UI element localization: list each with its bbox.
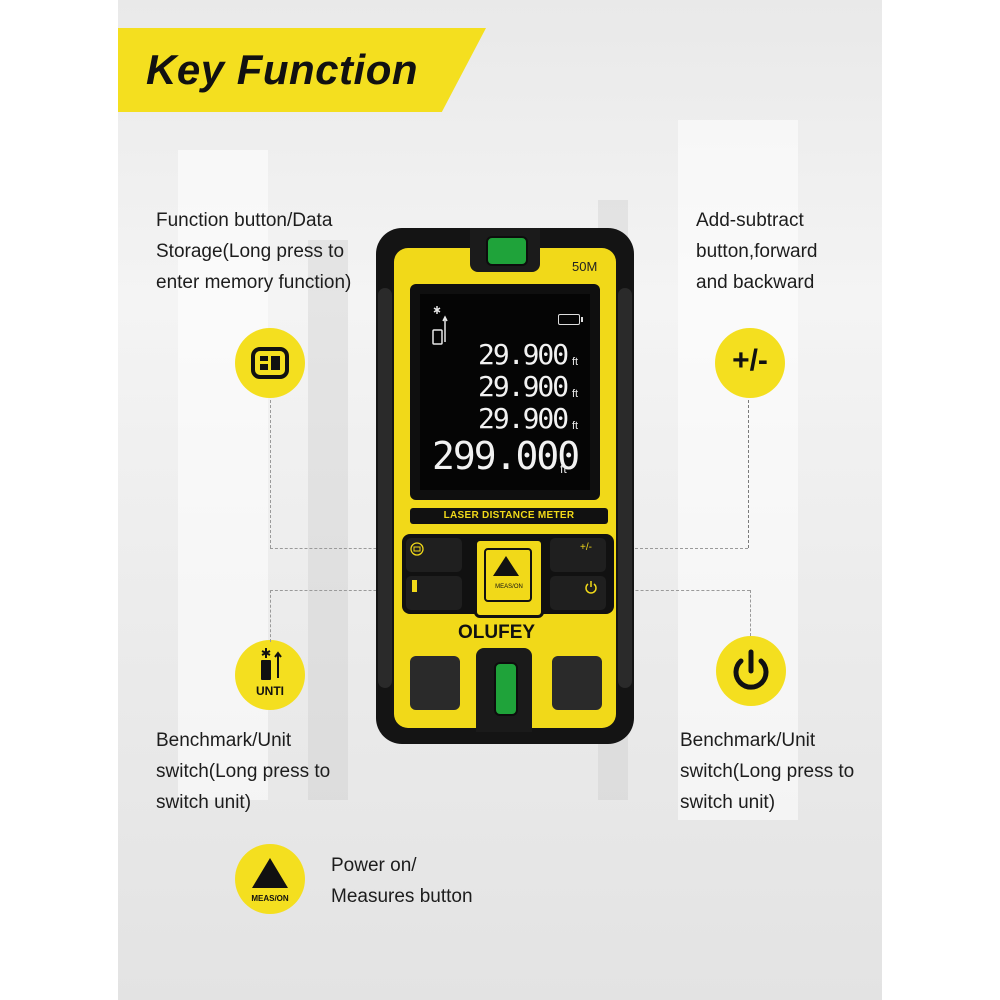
unit-leader-v — [270, 590, 271, 642]
add-subtract-icon-circle: +/- — [715, 328, 785, 398]
laser-unit-icon — [261, 648, 282, 680]
function-leader-h — [270, 548, 406, 549]
bottom-bubble-level — [494, 662, 518, 716]
lcd-unit-3: ft — [572, 420, 579, 432]
model-label: LASER DISTANCE METER — [410, 508, 608, 524]
function-key[interactable] — [406, 538, 462, 572]
right-grip — [618, 288, 632, 688]
unit-icon-circle: UNTI — [235, 640, 305, 710]
measure-key-triangle-icon — [493, 556, 519, 576]
unit-key[interactable] — [406, 576, 462, 610]
battery-icon — [558, 314, 583, 325]
lcd-reading-1: 29.900 — [478, 338, 569, 371]
plus-minus-label: +/- — [732, 344, 768, 377]
function-leader-v — [270, 400, 271, 548]
left-foot-pad — [410, 656, 460, 710]
top-bubble-level — [486, 236, 528, 266]
function-icon-circle — [235, 328, 305, 398]
title-banner — [118, 28, 486, 112]
plus-minus-key[interactable]: +/- — [550, 538, 606, 572]
measure-icon-circle: MEAS/ON — [235, 844, 305, 914]
lcd-unit-2: ft — [572, 388, 579, 400]
power-leader-v — [750, 590, 751, 636]
page-title: Key Function — [146, 46, 419, 93]
left-grip — [378, 288, 392, 688]
power-caption: Benchmark/Unit switch(Long press to swit… — [680, 730, 855, 813]
lcd-unit-1: ft — [572, 356, 579, 368]
function-grid-icon — [251, 347, 289, 379]
lcd-screen — [420, 294, 590, 490]
add-subtract-caption: Add-subtract button,forward and backward — [696, 210, 818, 293]
measure-key-label: MEAS/ON — [495, 584, 523, 590]
function-caption: Function button/Data Storage(Long press … — [156, 210, 352, 293]
laser-distance-meter: 50M 29.900 ft 29.900 ft 29.900 ft 299.00… — [376, 228, 634, 744]
right-foot-pad — [552, 656, 602, 710]
function-key-icon — [410, 542, 424, 556]
power-icon — [733, 649, 769, 690]
power-key[interactable] — [550, 576, 606, 610]
unit-key-icon — [412, 580, 417, 592]
lcd-unit-main: ft — [560, 462, 567, 476]
triangle-icon — [252, 858, 288, 888]
add-subtract-leader-v — [748, 400, 749, 548]
lcd-reading-main: 299.000 — [432, 434, 580, 478]
measure-icon-label: MEAS/ON — [251, 894, 289, 903]
brand-logo: OLUFEY — [458, 622, 536, 643]
unit-leader-h — [270, 590, 406, 591]
measure-caption: Power on/ Measures button — [331, 855, 473, 907]
add-subtract-leader-h — [600, 548, 748, 549]
range-label: 50M — [572, 259, 598, 274]
power-key-icon — [585, 581, 597, 594]
power-leader-h — [600, 590, 750, 591]
lcd-reading-2: 29.900 — [478, 370, 569, 403]
lcd-reading-3: 29.900 — [478, 402, 569, 435]
unit-icon-label: UNTI — [256, 684, 284, 698]
power-icon-circle — [716, 636, 786, 706]
plus-minus-key-label: +/- — [580, 542, 592, 553]
unit-caption: Benchmark/Unit switch(Long press to swit… — [156, 730, 331, 813]
lcd-mode-icon — [432, 306, 448, 345]
